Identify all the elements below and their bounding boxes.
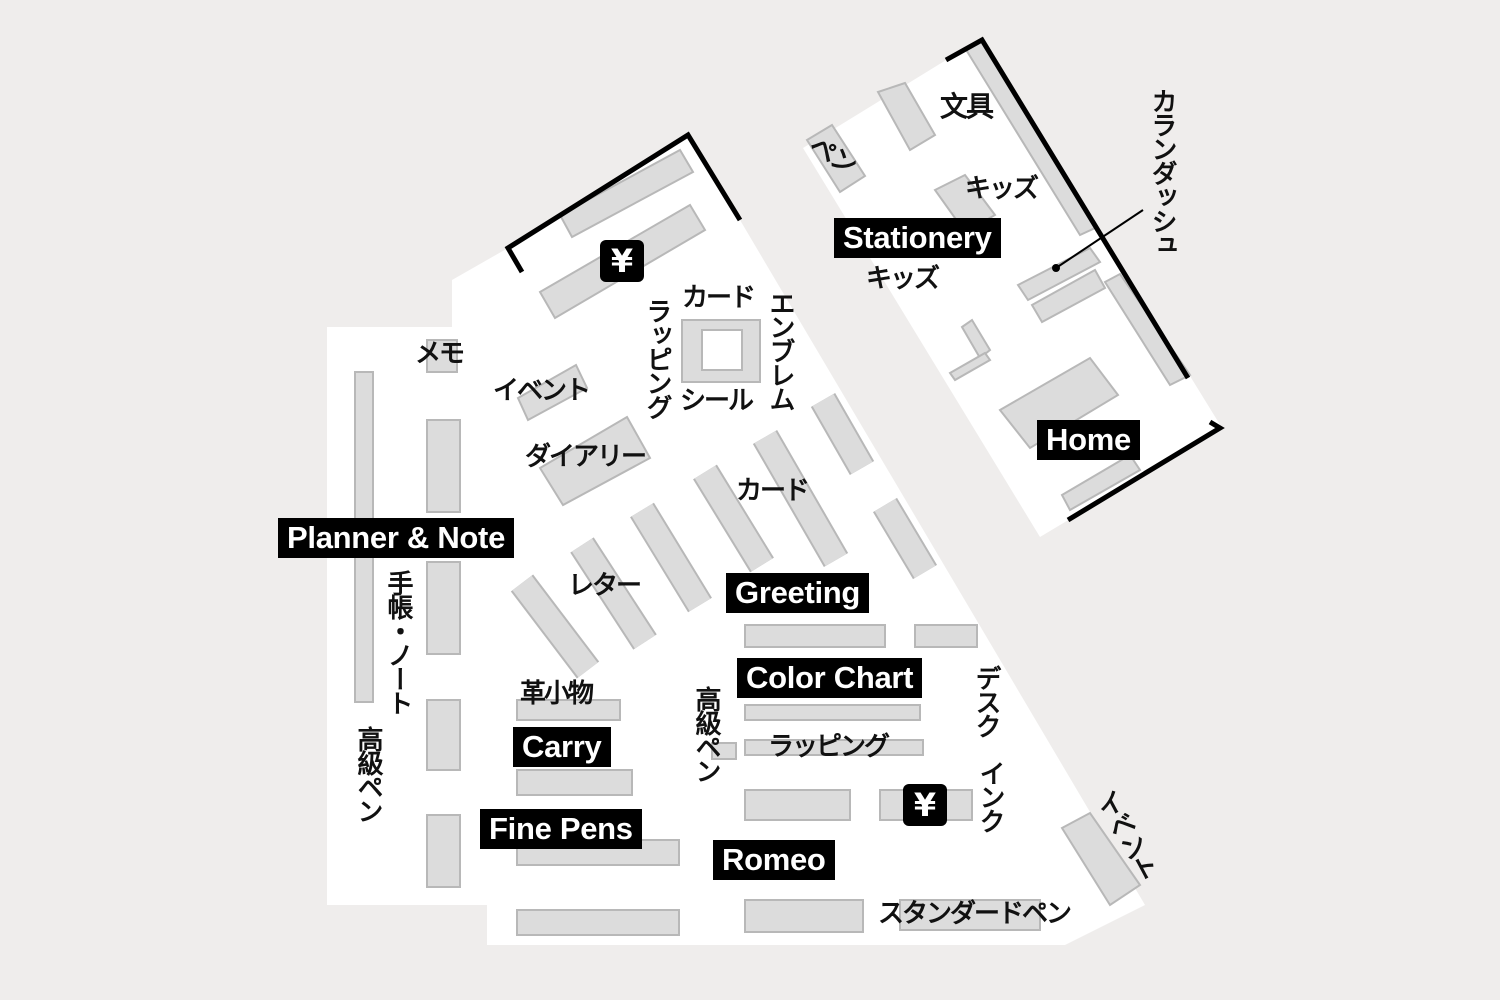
- zone-label-fine-pens: Fine Pens: [480, 809, 642, 849]
- area-label-bunogu: 文具: [940, 90, 994, 123]
- diagonal-shelves: [510, 393, 938, 679]
- zone-label-planner-note: Planner & Note: [278, 518, 515, 558]
- zone-label-stationery: Stationery: [834, 218, 1001, 258]
- area-label-seal: シール: [680, 386, 754, 416]
- area-label-event: イベント: [493, 376, 591, 406]
- area-label-letter: レター: [568, 571, 642, 601]
- area-label-wrapping: ラッピング: [642, 298, 672, 418]
- area-label-caran-dache: カランダッシュ: [1147, 88, 1177, 256]
- area-label-emblem: エンブレム: [765, 290, 795, 410]
- walls: [504, 36, 1225, 523]
- area-label-card: カード: [736, 476, 810, 506]
- area-label-diary: ダイアリー: [525, 442, 647, 472]
- area-label-techo-note: 手帳・ノート: [383, 570, 413, 714]
- zone-label-color-chart: Color Chart: [737, 658, 923, 698]
- shelves: [354, 38, 1192, 936]
- cashier-yen-icon: ¥: [600, 240, 644, 282]
- area-label-kids: キッズ: [866, 264, 940, 294]
- area-label-ink: インク: [975, 760, 1005, 832]
- annex-floor: [803, 38, 1222, 537]
- caran-dache-pointer: [1052, 209, 1144, 272]
- area-label-leather-goods: 革小物: [520, 679, 594, 709]
- area-label-luxury-pen: 高級ペン: [691, 686, 721, 782]
- zone-label-greeting: Greeting: [726, 573, 870, 613]
- cashier-yen-icon: ¥: [903, 784, 947, 826]
- area-label-wrapping: ラッピング: [768, 732, 890, 762]
- zone-label-romeo: Romeo: [713, 840, 835, 880]
- zone-label-home: Home: [1037, 420, 1140, 460]
- area-label-standard-pen: スタンダードペン: [878, 899, 1072, 929]
- zone-label-carry: Carry: [513, 727, 611, 767]
- area-label-luxury-pen: 高級ペン: [353, 726, 383, 822]
- area-label-card: カード: [682, 283, 756, 313]
- area-label-desk: デスク: [971, 665, 1001, 737]
- area-label-memo: メモ: [415, 339, 465, 369]
- area-label-kids: キッズ: [965, 174, 1039, 204]
